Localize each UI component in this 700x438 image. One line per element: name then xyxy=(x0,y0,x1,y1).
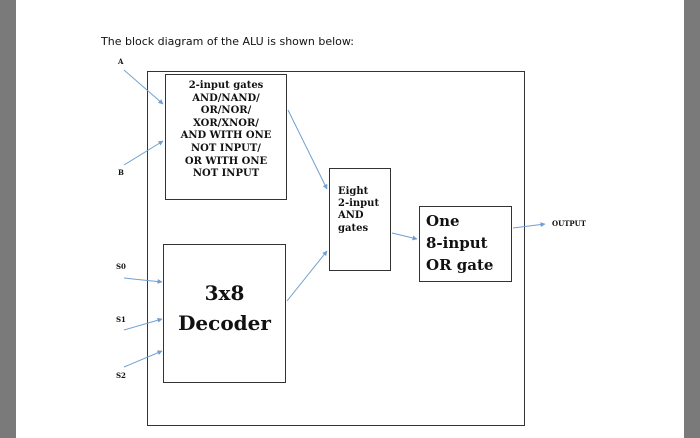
gates-line: OR/NOR/ xyxy=(200,105,252,117)
logic-gates-block xyxy=(165,74,287,200)
and-line: gates xyxy=(338,222,369,234)
page-heading: The block diagram of the ALU is shown be… xyxy=(101,35,354,48)
or-line: OR gate xyxy=(426,256,494,274)
or-gate-text: One 8-input OR gate xyxy=(426,210,493,276)
output-label: OUTPUT xyxy=(552,219,586,228)
decoder-line: Decoder xyxy=(178,311,271,335)
gates-line: AND WITH ONE xyxy=(180,130,272,142)
wire-s0-to-decoder xyxy=(123,277,163,285)
and-line: 2-input xyxy=(338,198,380,210)
or-gate-block xyxy=(419,206,512,282)
gates-line: 2-input gates xyxy=(188,80,264,91)
wire-or-to-output xyxy=(512,222,546,229)
wire-decoder-to-and xyxy=(286,250,328,302)
gates-line: XOR/XNOR/ xyxy=(193,117,259,129)
input-s1-label: S1 xyxy=(116,315,126,324)
gates-line: NOT INPUT xyxy=(192,168,260,180)
or-line: One xyxy=(426,212,460,230)
gates-line: AND/NAND/ xyxy=(192,92,260,104)
and-gates-block xyxy=(329,168,391,271)
or-line: 8-input xyxy=(426,234,488,252)
decoder-line: 3x8 xyxy=(204,281,245,305)
input-a-label: A xyxy=(118,57,124,66)
and-gates-text: Eight 2-input AND gates xyxy=(338,186,379,235)
wire-gates-to-and xyxy=(287,109,328,190)
input-b-label: B xyxy=(118,168,124,177)
and-line: Eight xyxy=(338,186,369,197)
decoder-block xyxy=(163,244,286,383)
decoder-text: 3x8 Decoder xyxy=(163,278,286,338)
wire-a-to-gates xyxy=(123,69,164,105)
input-s0-label: S0 xyxy=(116,262,126,271)
wire-s1-to-decoder xyxy=(123,317,163,331)
gates-line: NOT INPUT/ xyxy=(191,142,261,154)
wire-and-to-or xyxy=(391,232,418,241)
alu-outer-box xyxy=(147,71,525,426)
gates-line: OR WITH ONE xyxy=(184,155,268,167)
input-s2-label: S2 xyxy=(116,371,126,380)
wire-s2-to-decoder xyxy=(123,350,163,368)
and-line: AND xyxy=(338,210,364,222)
wire-b-to-gates xyxy=(123,140,164,166)
logic-gates-text: 2-input gates AND/NAND/ OR/NOR/ XOR/XNOR… xyxy=(165,80,287,181)
